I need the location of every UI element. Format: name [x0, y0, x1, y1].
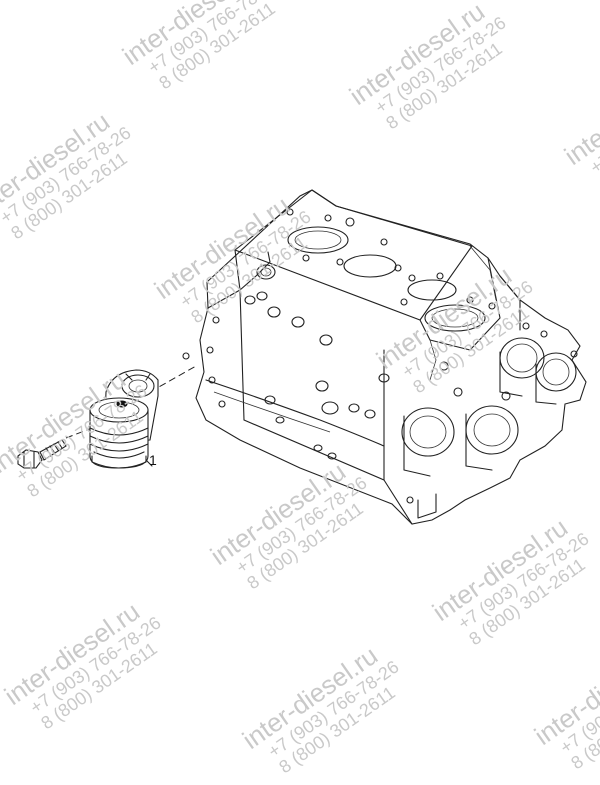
- engine-block: [182, 189, 587, 525]
- bearing-housings: [401, 337, 577, 477]
- callout-leader-1: [145, 459, 153, 467]
- assembly-guide-line-bolt: [65, 427, 93, 439]
- callout-1-label: 1: [149, 452, 157, 468]
- assembly-guide-line-upper: [149, 365, 197, 393]
- bolt: [17, 439, 67, 469]
- engine-block-drawing: [17, 189, 587, 525]
- part-1-housing: [89, 369, 159, 469]
